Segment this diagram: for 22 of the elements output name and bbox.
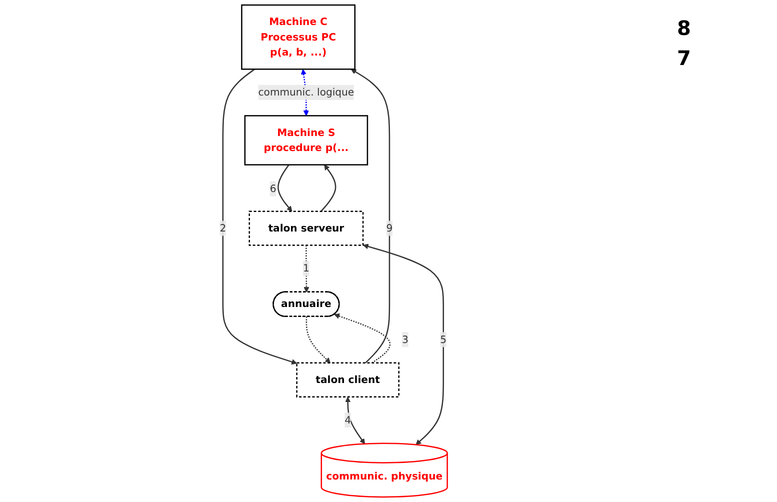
arrow: [350, 68, 390, 364]
edge-label: 5: [440, 333, 447, 346]
edge-label: 9: [386, 222, 393, 234]
arrow: [345, 396, 366, 444]
edge-label: 6: [270, 182, 276, 194]
edge-label: 2: [220, 222, 226, 234]
node-box: talon serveur: [248, 210, 364, 246]
arrow: [222, 68, 298, 365]
node-box: Machine C Processus PC p(a, b, ...): [241, 4, 356, 70]
node-box: Machine S procedure p(...: [244, 115, 368, 166]
arrow: [306, 316, 330, 364]
node-box: talon client: [296, 362, 400, 398]
step-number: 8: [677, 16, 692, 40]
edge-label: 4: [344, 414, 352, 426]
edge-label: 3: [402, 333, 408, 346]
edge-label: communic. logique: [258, 86, 354, 98]
arrow: [363, 244, 444, 445]
arrow: [278, 164, 292, 212]
edge-label: 1: [302, 262, 310, 274]
arrow: [334, 313, 391, 364]
arrow: [320, 164, 336, 212]
step-number: 7: [677, 46, 692, 70]
